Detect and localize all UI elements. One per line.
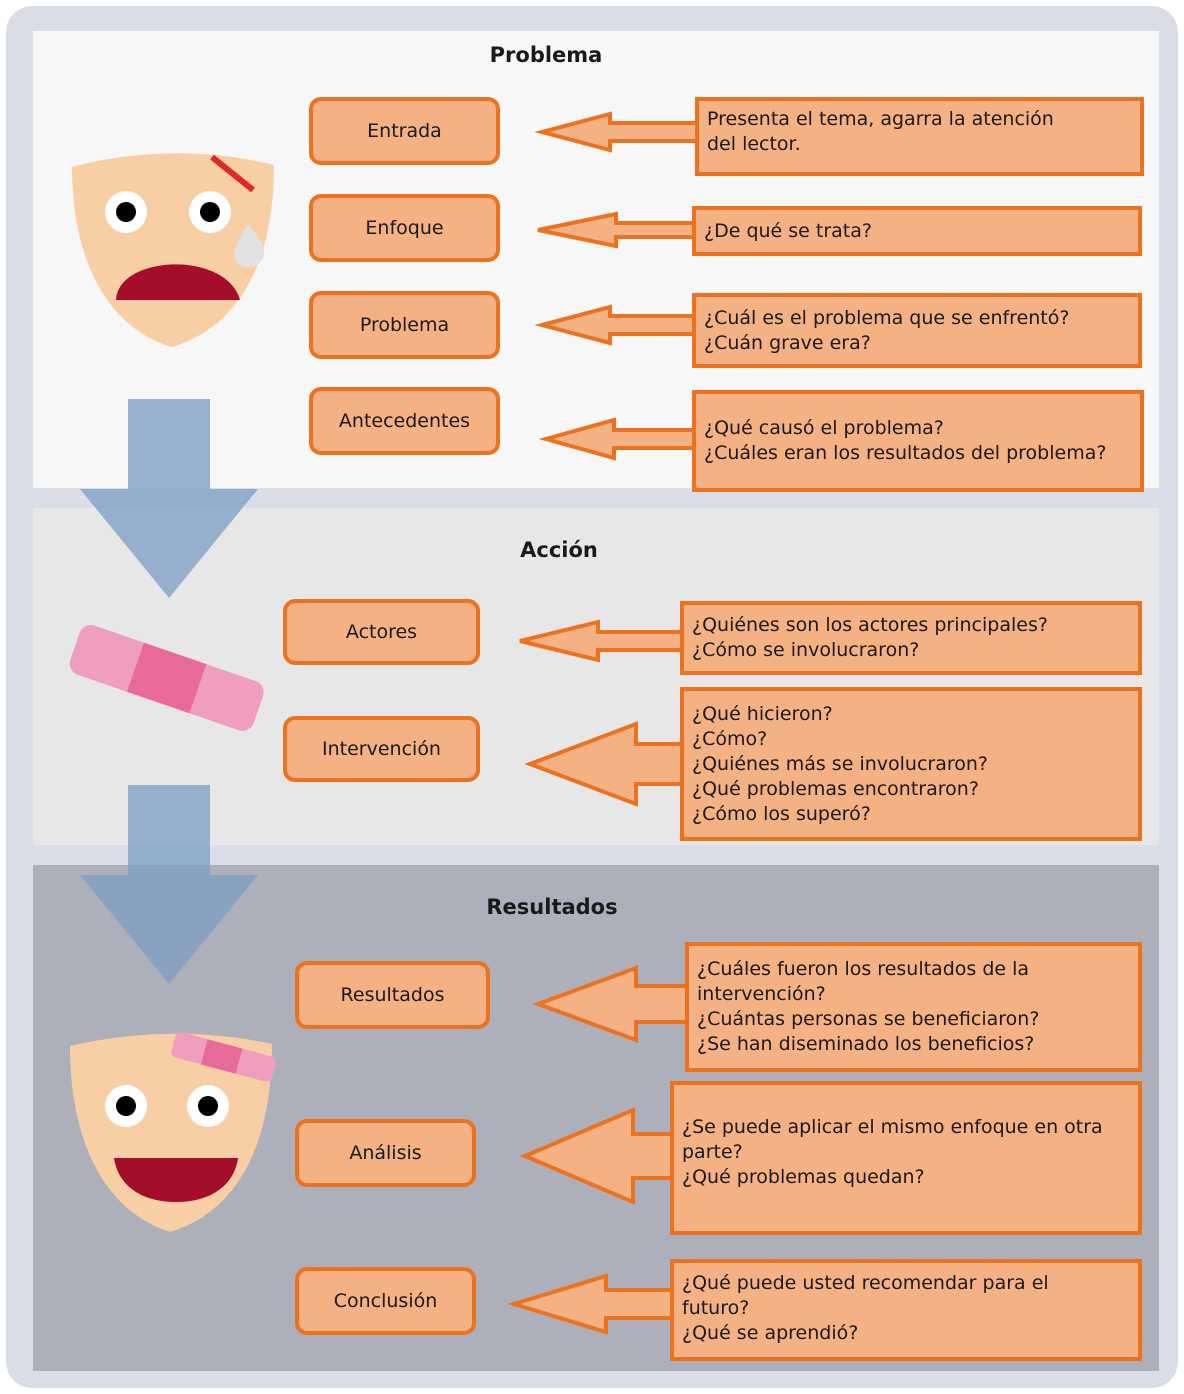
callout-problema: ¿Cuál es el problema que se enfrentó? ¿C… <box>692 293 1142 368</box>
happy-face-icon <box>70 1032 276 1232</box>
label-actores: Actores <box>283 599 480 665</box>
label-problema: Problema <box>309 291 500 359</box>
callout-pointer <box>532 965 692 1043</box>
callout-pointer <box>537 211 696 249</box>
label-entrada: Entrada <box>309 97 500 165</box>
callout-pointer <box>519 619 684 663</box>
label-analisis: Análisis <box>295 1119 476 1187</box>
section-title-resultados: Resultados <box>486 895 618 919</box>
callout-pointer <box>519 1106 675 1206</box>
callout-pointer <box>507 1273 674 1335</box>
callout-antecedentes: ¿Qué causó el problema? ¿Cuáles eran los… <box>692 390 1144 492</box>
flow-arrow-down-icon <box>80 785 258 984</box>
callout-pointer <box>534 111 700 153</box>
callout-entrada: Presenta el tema, agarra la atención del… <box>695 97 1144 176</box>
label-conclusion: Conclusión <box>295 1267 476 1335</box>
label-enfoque: Enfoque <box>309 194 500 262</box>
label-resultados: Resultados <box>295 961 490 1029</box>
callout-analisis: ¿Se puede aplicar el mismo enfoque en ot… <box>670 1081 1142 1235</box>
callout-intervencion: ¿Qué hicieron? ¿Cómo? ¿Quiénes más se in… <box>680 687 1142 841</box>
label-intervencion: Intervención <box>283 716 480 782</box>
callout-conclusion: ¿Qué puede usted recomendar para el futu… <box>670 1259 1142 1361</box>
sad-face-icon <box>72 153 274 347</box>
bandage-icon <box>69 625 264 731</box>
callout-actores: ¿Quiénes son los actores principales? ¿C… <box>680 601 1142 675</box>
callout-pointer <box>534 304 700 346</box>
section-title-problema: Problema <box>489 43 603 67</box>
callout-enfoque: ¿De qué se trata? <box>692 206 1142 256</box>
callout-pointer <box>538 417 700 461</box>
callout-pointer <box>524 721 684 807</box>
flow-arrow-down-icon <box>80 399 258 598</box>
section-title-accion: Acción <box>520 538 598 562</box>
label-antecedentes: Antecedentes <box>309 387 500 455</box>
callout-resultados: ¿Cuáles fueron los resultados de la inte… <box>685 942 1142 1072</box>
